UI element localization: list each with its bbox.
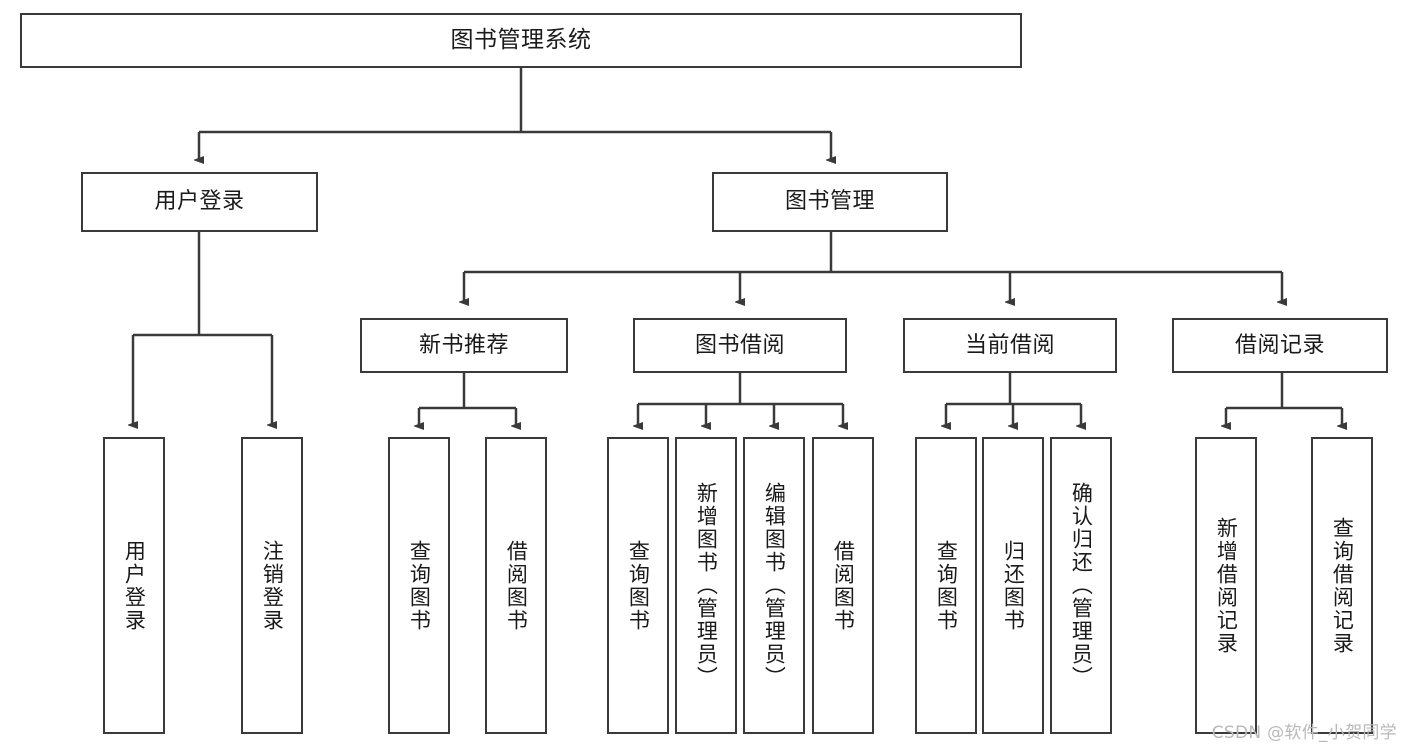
node-label: 图书管理 [784,189,875,215]
node-label: 图书管理系统 [450,26,592,53]
leaf-add-book[interactable]: 新增图书（管理员） [675,437,737,734]
node-label: 归还图书 [1001,539,1026,632]
leaf-query-borrow-record[interactable]: 查询借阅记录 [1311,437,1373,734]
leaf-query-book-current[interactable]: 查询图书 [915,437,977,734]
node-book-manage[interactable]: 图书管理 [712,172,948,232]
node-label: 用户登录 [122,539,147,632]
node-borrow-record[interactable]: 借阅记录 [1172,318,1388,373]
leaf-logout[interactable]: 注销登录 [241,437,303,734]
node-book-management-system[interactable]: 图书管理系统 [20,13,1022,68]
leaf-add-borrow-record[interactable]: 新增借阅记录 [1195,437,1257,734]
node-label: 新书推荐 [418,332,509,358]
node-label: 借阅图书 [504,539,529,632]
node-label: 借阅记录 [1234,332,1325,358]
leaf-borrow-book[interactable]: 借阅图书 [812,437,874,734]
node-label: 编辑图书（管理员） [762,482,787,689]
leaf-user-login[interactable]: 用户登录 [103,437,165,734]
node-label: 用户登录 [154,189,245,215]
node-current-borrow[interactable]: 当前借阅 [903,318,1117,373]
leaf-borrow-book-recommend[interactable]: 借阅图书 [485,437,547,734]
node-label: 借阅图书 [831,539,856,632]
node-label: 注销登录 [260,539,285,632]
node-label: 查询图书 [407,539,432,632]
node-label: 查询图书 [934,539,959,632]
node-label: 图书借阅 [694,332,785,358]
node-label: 查询图书 [626,539,651,632]
node-label: 新增借阅记录 [1214,516,1239,655]
leaf-confirm-return[interactable]: 确认归还（管理员） [1050,437,1112,734]
leaf-edit-book[interactable]: 编辑图书（管理员） [743,437,805,734]
leaf-query-book-borrow[interactable]: 查询图书 [607,437,669,734]
node-label: 当前借阅 [964,332,1055,358]
node-label: 查询借阅记录 [1330,516,1355,655]
csdn-watermark: CSDN @软件_小贺同学 [1211,723,1397,743]
leaf-query-book-recommend[interactable]: 查询图书 [388,437,450,734]
node-label: 新增图书（管理员） [694,482,719,689]
leaf-return-book[interactable]: 归还图书 [982,437,1044,734]
node-new-book-recommend[interactable]: 新书推荐 [360,318,568,373]
node-user-login[interactable]: 用户登录 [81,172,318,232]
node-book-borrow[interactable]: 图书借阅 [633,318,847,373]
node-label: 确认归还（管理员） [1069,482,1094,689]
